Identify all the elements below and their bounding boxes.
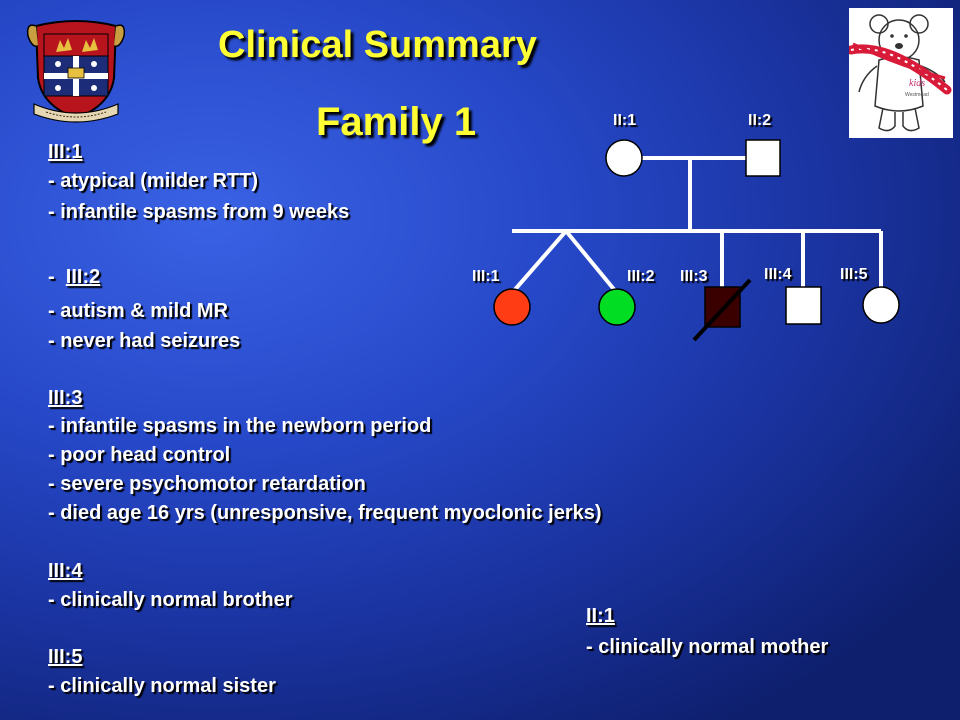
iii1-affected-female-symbol — [493, 288, 531, 326]
note-iii1-line2: - infantile spasms from 9 weeks — [48, 201, 350, 223]
note-iii3-heading: III:3 — [48, 387, 83, 409]
deceased-slash — [692, 278, 752, 342]
note-ii1-heading: II:1 — [586, 605, 615, 627]
iii4-male-symbol — [785, 286, 822, 325]
note-iii3-line2: - poor head control — [48, 444, 231, 466]
note-iii1-heading: III:1 — [48, 141, 83, 163]
logo-sub-text: Westmead — [905, 92, 929, 98]
teddy-bear-icon: kids Westmead — [846, 14, 952, 132]
note-iii1-line1: - atypical (milder RTT) — [48, 170, 259, 192]
label-iii1: III:1 — [472, 268, 500, 285]
note-iii2-line1: - autism & mild MR — [48, 300, 229, 322]
kids-westmead-logo: kids Westmead — [846, 8, 953, 138]
iii2-affected-female-symbol — [598, 288, 636, 326]
note-iii3-line4: - died age 16 yrs (unresponsive, frequen… — [48, 502, 602, 524]
note-iii2-line2: - never had seizures — [48, 330, 241, 352]
note-iii2-heading-row: - III:2 — [48, 266, 100, 288]
label-ii1: II:1 — [613, 112, 637, 129]
note-iii3-line1: - infantile spasms in the newborn period — [48, 415, 432, 437]
ii1-female-symbol — [605, 139, 643, 177]
slide-subtitle: Family 1 — [316, 100, 477, 144]
twin-line-iii2 — [564, 229, 619, 295]
label-iii5: III:5 — [840, 266, 868, 283]
note-iii5-heading: III:5 — [48, 646, 83, 668]
slide-title: Clinical Summary — [218, 24, 537, 66]
university-crest-logo — [26, 20, 126, 123]
iii5-female-symbol — [862, 286, 900, 324]
label-iii4: III:4 — [764, 266, 792, 283]
note-iii3-line3: - severe psychomotor retardation — [48, 473, 366, 495]
note-iii4-line1: - clinically normal brother — [48, 589, 293, 611]
note-iii2-heading: III:2 — [65, 266, 101, 288]
label-iii2: III:2 — [627, 268, 655, 285]
logo-kids-text: kids — [909, 78, 925, 89]
note-iii4-heading: III:4 — [48, 560, 83, 582]
note-iii5-line1: - clinically normal sister — [48, 675, 276, 697]
note-ii1-line1: - clinically normal mother — [586, 636, 829, 658]
twin-line-iii1 — [510, 229, 568, 295]
note-iii2-dash: - — [48, 266, 66, 288]
label-iii3: III:3 — [680, 268, 708, 285]
ii2-male-symbol — [745, 139, 781, 177]
label-ii2: II:2 — [748, 112, 772, 129]
